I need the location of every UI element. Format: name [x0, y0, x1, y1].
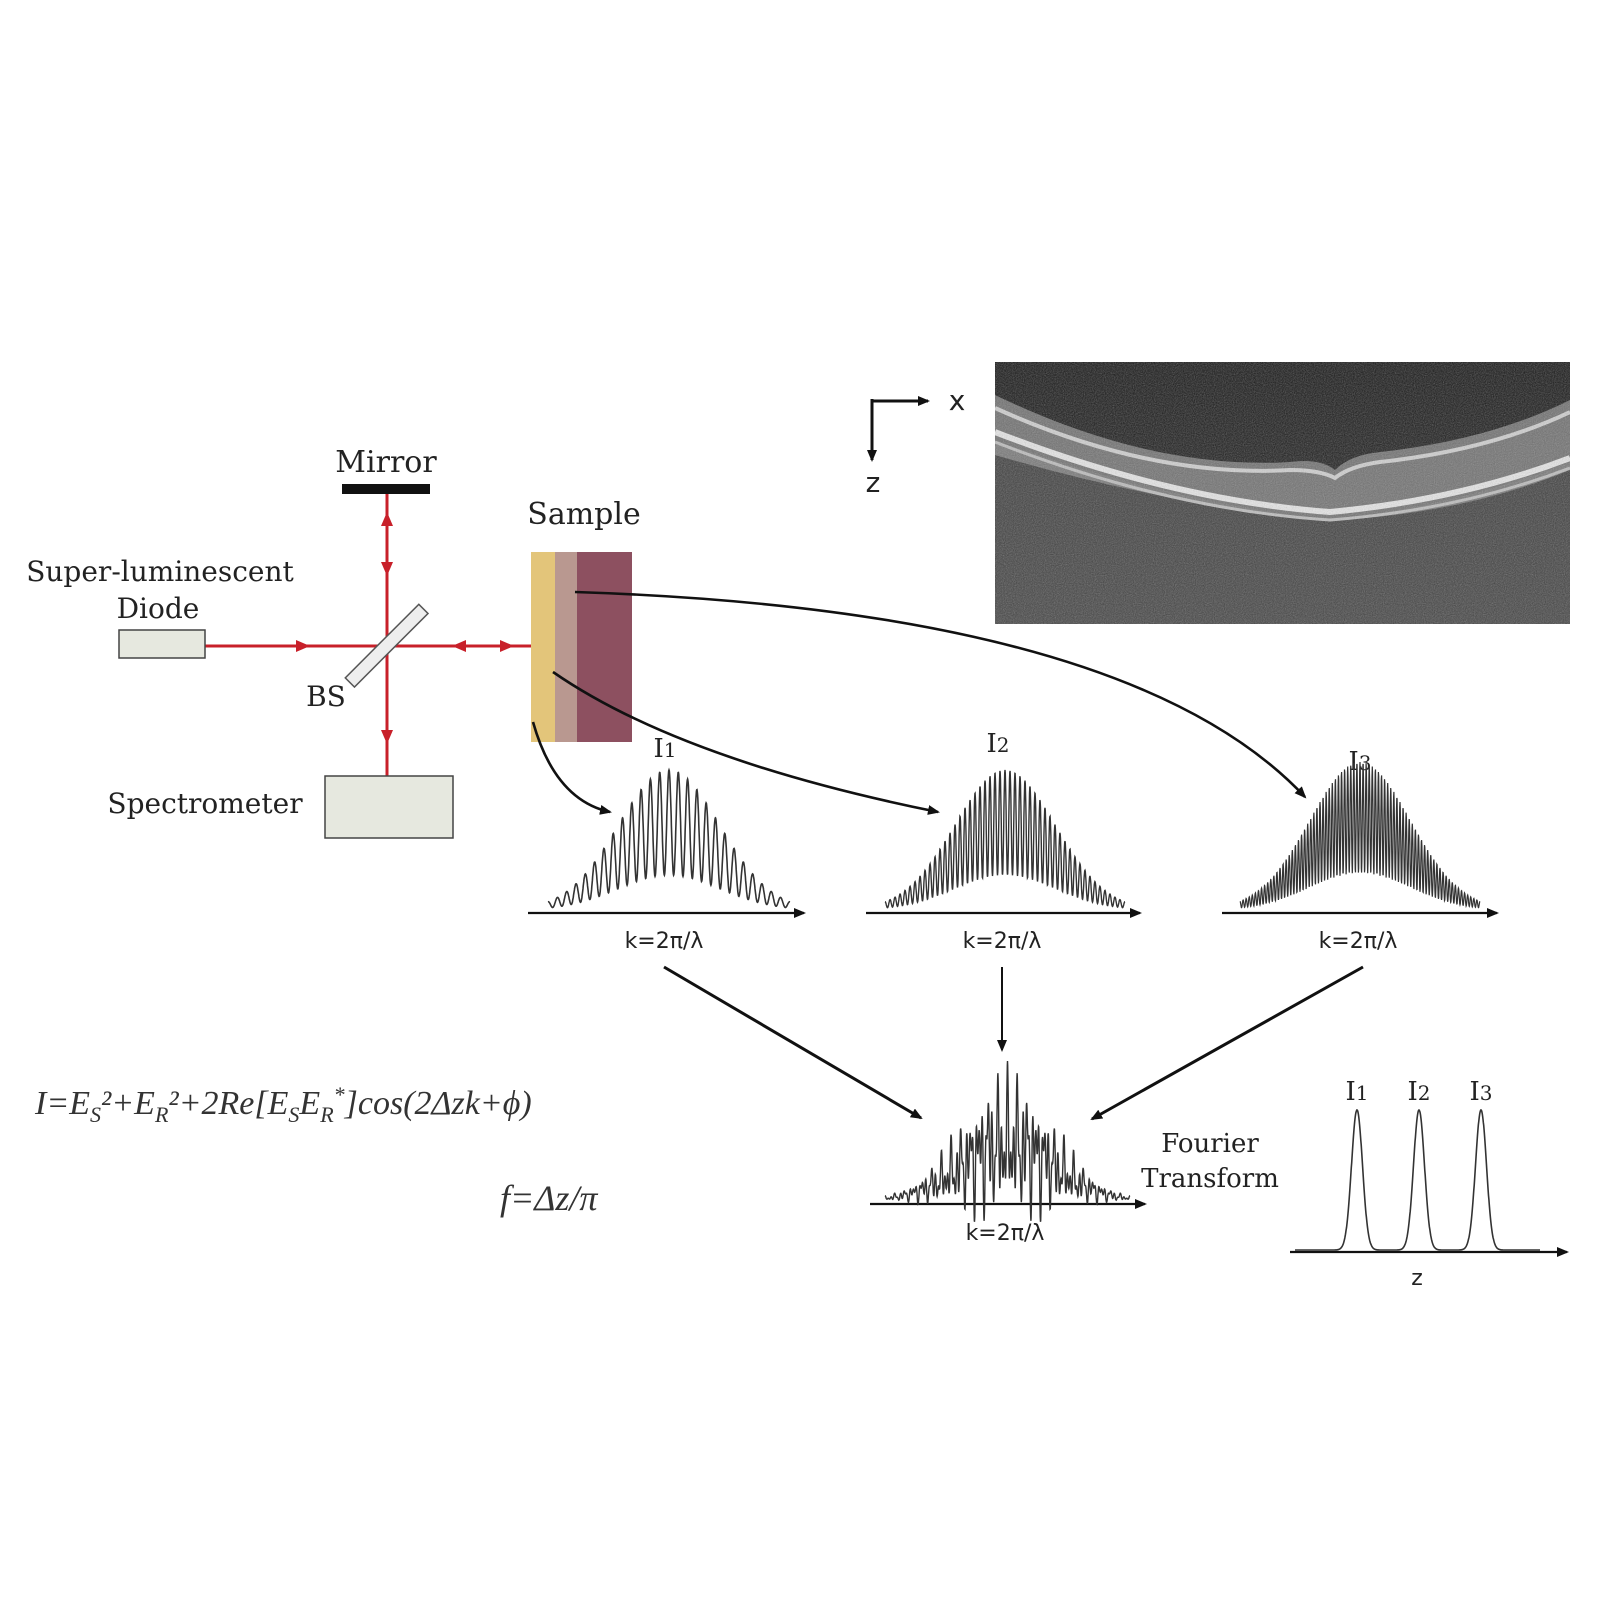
interference-equation: I=ES²+ER²+2Re[ESER*]cos(2Δzk+ϕ)	[34, 1082, 532, 1127]
fourier-label-line2: Transform	[1141, 1164, 1279, 1194]
mirror	[342, 484, 430, 494]
depth-profile: I1 I2 I3 z	[1290, 1077, 1569, 1291]
interferogram-1-xlabel: k=2π/λ	[625, 929, 704, 954]
arrow-i1-to-combined	[663, 965, 923, 1120]
sample-label: Sample	[527, 497, 640, 532]
spectrometer	[324, 775, 454, 839]
arrow-i3-to-combined	[1090, 965, 1364, 1121]
peak-label-1: I1	[1345, 1077, 1368, 1107]
interferogram-3-xlabel: k=2π/λ	[1319, 929, 1398, 954]
beam-arrow-down-1	[381, 562, 393, 576]
interferogram-1: I1 k=2π/λ	[528, 734, 806, 954]
sample	[531, 552, 632, 742]
axes-indicator	[867, 396, 930, 462]
beam-arrow-left	[452, 640, 466, 652]
peak-label-3: I3	[1469, 1077, 1492, 1107]
interferogram-1-wave	[547, 767, 791, 909]
beamsplitter	[344, 603, 430, 689]
interferogram-1-label: I1	[653, 734, 676, 764]
mirror-label: Mirror	[335, 445, 437, 480]
source-label-line1: Super-luminescent	[26, 555, 294, 588]
interferogram-2: I2 k=2π/λ	[866, 729, 1142, 954]
sample-layer-1	[531, 552, 555, 742]
sample-to-signal-arrows	[531, 590, 1307, 815]
arrow-to-i1	[531, 721, 612, 815]
depth-profile-xlabel: z	[1411, 1266, 1423, 1291]
peak-label-2: I2	[1407, 1077, 1430, 1107]
beam-arrows	[296, 512, 514, 744]
frequency-equation: f=Δz/π	[500, 1178, 598, 1218]
combined-wave	[884, 1060, 1131, 1222]
beam-arrow-right-2	[500, 640, 514, 652]
beam-arrow-right-1	[296, 640, 310, 652]
interferogram-2-label: I2	[986, 729, 1009, 759]
interferogram-2-wave	[884, 769, 1126, 909]
depth-profile-peaks	[1295, 1108, 1540, 1251]
beamsplitter-label: BS	[306, 680, 346, 713]
oct-bscan-image	[995, 362, 1570, 624]
interferogram-3: I3 k=2π/λ	[1222, 747, 1499, 954]
beam-arrow-up	[381, 512, 393, 526]
z-axis-label: z	[866, 466, 881, 499]
interferogram-3-wave	[1239, 761, 1481, 909]
sample-layer-3	[577, 552, 632, 742]
arrow-to-i2	[552, 670, 940, 815]
interferogram-3-label: I3	[1348, 747, 1371, 777]
x-axis-label: x	[949, 384, 966, 417]
arrow-to-i3	[574, 590, 1307, 799]
combine-arrows	[663, 965, 1364, 1121]
spectrometer-label: Spectrometer	[107, 787, 303, 820]
fourier-label-line1: Fourier	[1161, 1129, 1259, 1159]
beam-arrow-down-2	[381, 730, 393, 744]
combined-xlabel: k=2π/λ	[966, 1221, 1045, 1246]
optical-setup: Mirror Super-luminescent Diode BS Spectr…	[26, 445, 641, 839]
combined-interferogram: k=2π/λ	[870, 1060, 1147, 1246]
light-source	[118, 629, 206, 659]
sample-layer-2	[555, 552, 577, 742]
interferogram-2-xlabel: k=2π/λ	[963, 929, 1042, 954]
source-label-line2: Diode	[117, 592, 200, 625]
